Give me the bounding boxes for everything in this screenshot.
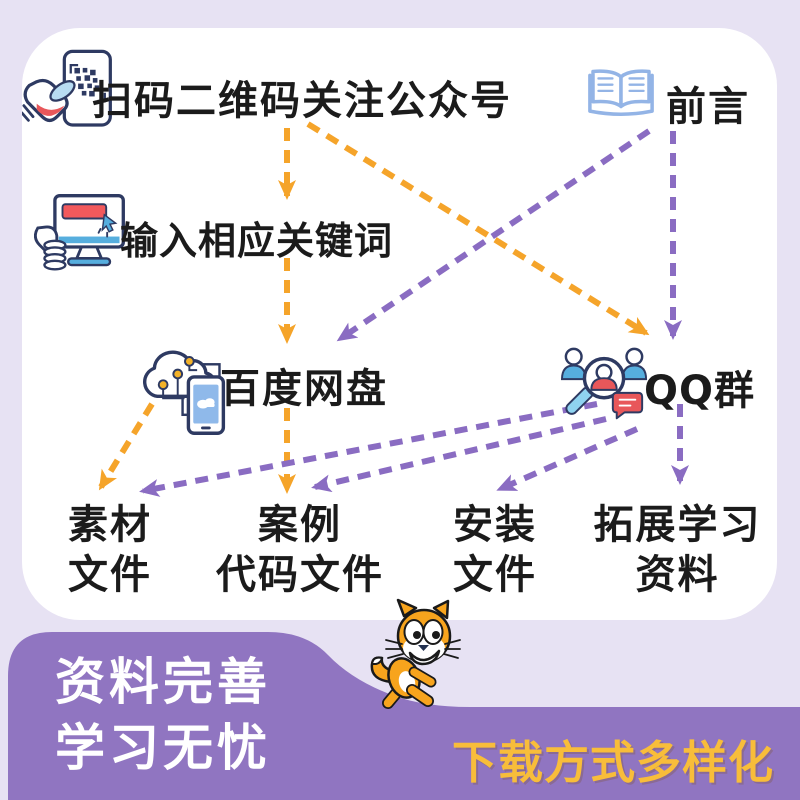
node-material-line2: 文件 [68, 552, 152, 598]
scratch-cat-mascot [370, 598, 461, 709]
node-netdisk-label: 百度网盘 [220, 366, 388, 412]
open-book-icon [588, 69, 654, 116]
node-extend-line1: 拓展学习 [593, 502, 762, 548]
group-search-icon [560, 347, 648, 420]
computer-search-icon [34, 194, 125, 271]
node-install-line1: 安装 [453, 502, 537, 548]
qr-scan-hand-icon [22, 49, 112, 127]
download-text: 下载方式多样化 [452, 736, 775, 789]
node-extend: 拓展学习 资料 [585, 500, 770, 600]
node-scan-label: 扫码二维码关注公众号 [92, 78, 512, 124]
node-case: 案例 代码文件 [195, 500, 405, 600]
node-case-line1: 案例 [258, 502, 342, 548]
slogan-line-1: 资料完善 [55, 653, 271, 711]
node-material: 素材 文件 [45, 500, 175, 600]
slogan-line-2: 学习无忧 [55, 719, 271, 777]
node-install: 安装 文件 [430, 500, 560, 600]
node-qq-label: QQ群 [644, 368, 756, 414]
node-material-line1: 素材 [68, 502, 152, 548]
node-keyword-label: 输入相应关键词 [120, 219, 394, 263]
node-case-line2: 代码文件 [216, 552, 384, 598]
node-install-line2: 文件 [453, 552, 537, 598]
node-extend-line2: 资料 [635, 552, 720, 598]
node-preface-label: 前言 [666, 84, 750, 130]
cloud-phone-icon [143, 350, 226, 435]
